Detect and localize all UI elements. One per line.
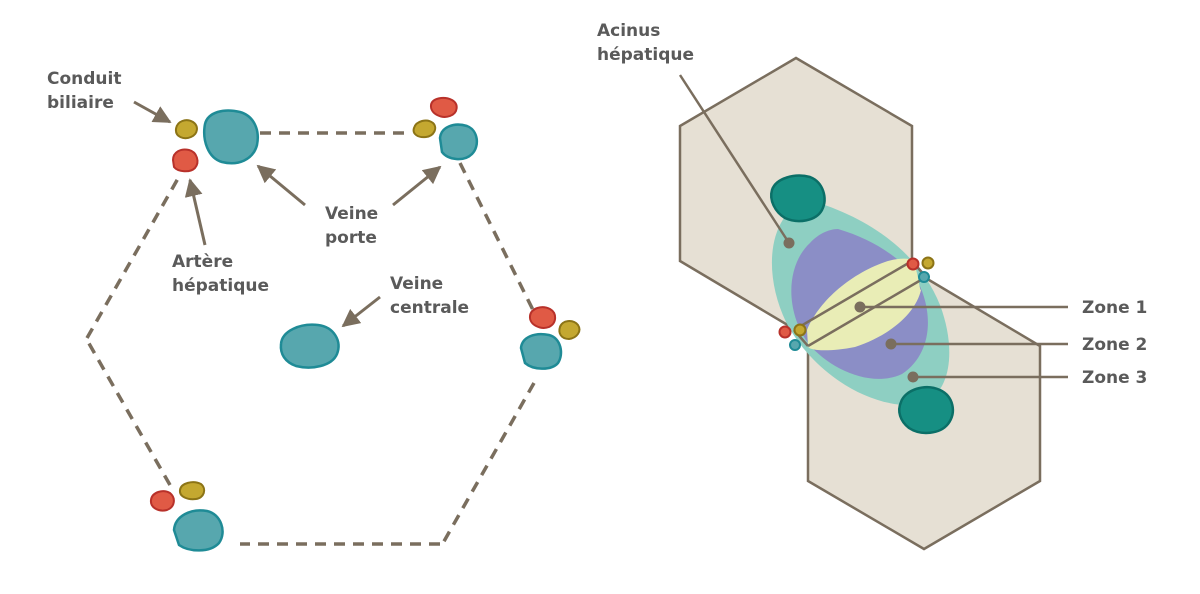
portal-vein-shape [203,109,259,165]
central-vein-upper [770,174,826,223]
zone1-dot [854,301,866,313]
bile-duct-arrow [133,100,172,124]
zone2-label: Zone 2 [1082,335,1147,355]
central-vein-arrow [341,295,381,328]
bile-duct-shape [178,481,206,501]
bile-duct-marker [921,256,935,270]
artery-arrow [184,178,207,246]
classic-lobule: Conduit biliaire Artère hépatique Veine … [47,69,581,552]
bile-duct-shape [558,320,581,341]
portal-triad-top-left [171,109,259,173]
portal-vein-marker [789,339,801,351]
left-arrows [133,100,442,328]
zone3-dot [907,371,919,383]
central-vein-lower [898,385,955,435]
lobule-edge-upper-left [85,174,182,339]
acinus-leader [678,74,791,244]
portal-triad-bottom-left [149,481,224,552]
hepatic-artery-marker [906,257,920,271]
acinus-label: Acinus hépatique [597,21,694,65]
portal-triad-top-right [412,96,479,161]
hex-inner-edge [807,275,927,348]
portal-vein-shape [172,509,224,552]
portal-vein-arrow-right [392,165,442,207]
bile-duct-shape [412,119,437,139]
hepatic-artery-shape [528,306,557,329]
hepatic-artery-shape [429,96,458,118]
portal-triad-right [519,306,581,370]
hex-shared-edge [793,259,913,332]
central-vein-shape [279,323,340,369]
hepatic-artery-marker [778,325,792,339]
leader-dots [783,237,919,383]
lobule-edge-lower-right [441,382,536,544]
lobule-edge-lower-left [85,339,172,486]
portal-vein-arrow-left [256,164,306,207]
zone2-dot [885,338,897,350]
hepatic-artery-shape [171,148,199,173]
lobule-outline [85,131,536,546]
artery-label: Artère hépatique [172,252,269,296]
hepatic-artery-shape [149,490,175,512]
acinus-leaders [678,74,1068,379]
bile-duct-label: Conduit biliaire [47,69,127,113]
portal-vein-label: Veine porte [325,204,384,248]
portal-vein-shape [438,123,479,161]
central-vein-label: Veine centrale [390,274,469,318]
acinus-dot [783,237,795,249]
hepatic-acinus: Acinus hépatique Zone 1 Zone 2 Zone 3 [597,21,1147,551]
bile-duct-marker [793,323,807,337]
bile-duct-shape [174,119,198,140]
zone3-label: Zone 3 [1082,368,1147,388]
portal-vein-marker [918,271,930,283]
zone1-label: Zone 1 [1082,298,1147,318]
portal-vein-shape [519,332,563,370]
lobule-edge-upper-right [458,162,536,313]
